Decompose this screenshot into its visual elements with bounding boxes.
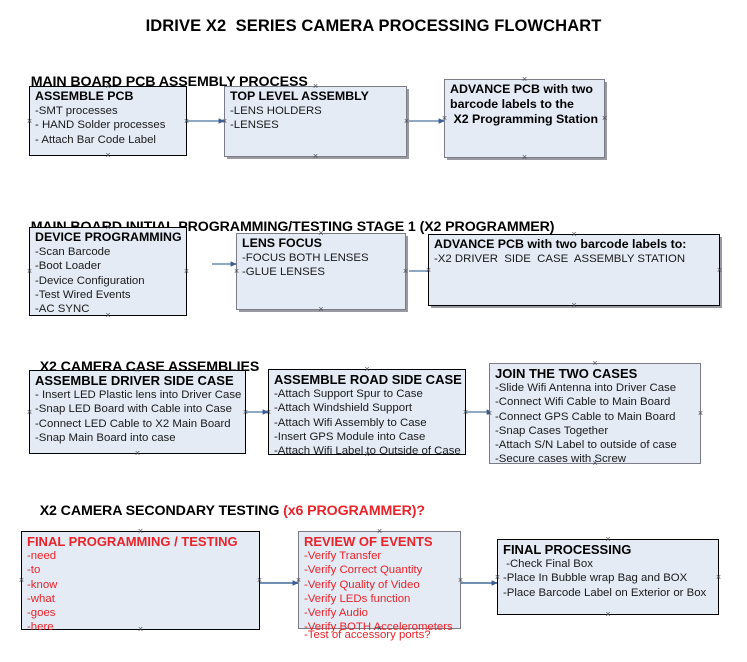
node-line: -Insert GPS Module into Case [274,430,426,443]
node-line: -Verify Correct Quantity [304,564,423,577]
node-line: -to [27,564,41,577]
node-top-level-assembly[interactable]: TOP LEVEL ASSEMBLY -LENS HOLDERS -LENSES [224,86,407,157]
node-title: JOIN THE TWO CASES [495,366,638,381]
node-line: -Snap LED Board with Cable into Case [35,403,232,416]
node-review-of-events[interactable]: REVIEW OF EVENTS -Verify Transfer -Verif… [298,531,461,641]
section-heading-secondary-testing: X2 CAMERA SECONDARY TESTING (x6 PROGRAMM… [32,487,425,519]
node-line: -LENSES [230,119,279,132]
node-line: -know [27,578,58,591]
node-title: FINAL PROCESSING [503,542,632,557]
node-line: -Snap Main Board into case [35,431,176,444]
node-line: -Verify Quality of Video [304,578,420,591]
node-line: -Attach Wifi Assembly to Case [274,416,427,429]
node-line: -X2 DRIVER SIDE CASE ASSEMBLY STATION [434,253,686,265]
node-assemble-pcb[interactable]: ASSEMBLE PCB -SMT processes - HAND Solde… [29,86,187,156]
node-line: -need [27,550,57,562]
node-line: -Verify Audio [304,607,368,620]
node-line: -Device Configuration [35,274,145,287]
node-line: -Secure cases with Screw [495,453,627,466]
section-heading-text: X2 CAMERA SECONDARY TESTING [39,503,284,519]
node-line: -LENS HOLDERS [230,105,322,117]
node-title: REVIEW OF EVENTS [304,534,433,549]
node-line: -Boot Loader [35,260,101,273]
node-line: -Attach Windshield Support [274,402,413,415]
node-line: - HAND Solder processes [35,119,166,132]
node-line: -Attach Support Spur to Case [274,388,423,400]
node-line: -SMT processes [35,105,118,117]
node-line: -Verify BOTH Accelerometers [304,621,453,634]
node-assemble-road-side-case[interactable]: ASSEMBLE ROAD SIDE CASE -Attach Support … [268,369,466,458]
node-title: barcode labels to the [450,97,574,111]
node-line: -Place In Bubble wrap Bag and BOX [503,572,688,585]
node-final-processing[interactable]: FINAL PROCESSING -Check Final Box -Place… [497,539,719,615]
node-lens-focus[interactable]: LENS FOCUS -FOCUS BOTH LENSES -GLUE LENS… [236,233,406,310]
node-title: ADVANCE PCB with two barcode labels to: [434,237,687,251]
node-line: -Attach S/N Label to outside of case [495,439,677,452]
node-line: -Check Final Box [503,558,593,570]
node-line: -Connect GPS Cable to Main Board [495,410,676,423]
node-line: -here [27,621,54,634]
node-assemble-driver-side-case[interactable]: ASSEMBLE DRIVER SIDE CASE - Insert LED P… [29,370,246,454]
node-title: ASSEMBLE DRIVER SIDE CASE [35,373,234,388]
node-line: -Connect Wifi Cable to Main Board [495,396,671,409]
node-line: -Slide Wifi Antenna into Driver Case [495,382,677,394]
node-line: -goes [27,607,56,620]
node-line: - Insert LED Plastic lens into Driver Ca… [35,389,242,401]
node-line: - Attach Bar Code Label [35,133,156,146]
node-line: -Connect LED Cable to X2 Main Board [35,417,231,430]
node-title: FINAL PROGRAMMING / TESTING [27,534,238,549]
node-final-programming-testing[interactable]: FINAL PROGRAMMING / TESTING -need -to -k… [21,531,260,633]
node-line: -Attach Wifi Label to Outside of Case [274,445,461,458]
node-line: -what [27,592,55,605]
node-join-the-two-cases[interactable]: JOIN THE TWO CASES -Slide Wifi Antenna i… [489,363,701,466]
node-title: ASSEMBLE ROAD SIDE CASE [274,372,462,387]
node-device-programming[interactable]: DEVICE PROGRAMMING -Scan Barcode -Boot L… [29,227,187,316]
node-overflow-line: -Test of accessory ports? [304,628,431,641]
node-title: X2 Programming Station [450,112,599,126]
node-line: -GLUE LENSES [242,266,325,279]
node-advance-pcb-programming-station[interactable]: ADVANCE PCB with two barcode labels to t… [444,79,605,158]
node-title: ASSEMBLE PCB [35,89,134,103]
node-line: -Verify Transfer [304,550,382,562]
node-line: -Test Wired Events [35,288,131,301]
node-line: -Place Barcode Label on Exterior or Box [503,586,707,599]
node-title: ADVANCE PCB with two [450,82,593,96]
node-advance-pcb-driver-side-case[interactable]: ADVANCE PCB with two barcode labels to: … [428,234,720,306]
node-title: TOP LEVEL ASSEMBLY [230,89,369,103]
node-line: -Verify LEDs function [304,592,411,605]
node-title: DEVICE PROGRAMMING [35,230,182,244]
node-line: -FOCUS BOTH LENSES [242,252,369,264]
node-title: LENS FOCUS [242,236,322,250]
page-title: IDRIVE X2 SERIES CAMERA PROCESSING FLOWC… [145,17,602,35]
node-line: -Scan Barcode [35,246,111,258]
node-line: -Snap Cases Together [495,424,609,437]
node-line: -AC SYNC [35,303,90,316]
section-heading-red-note: (x6 PROGRAMMER)? [283,503,425,519]
